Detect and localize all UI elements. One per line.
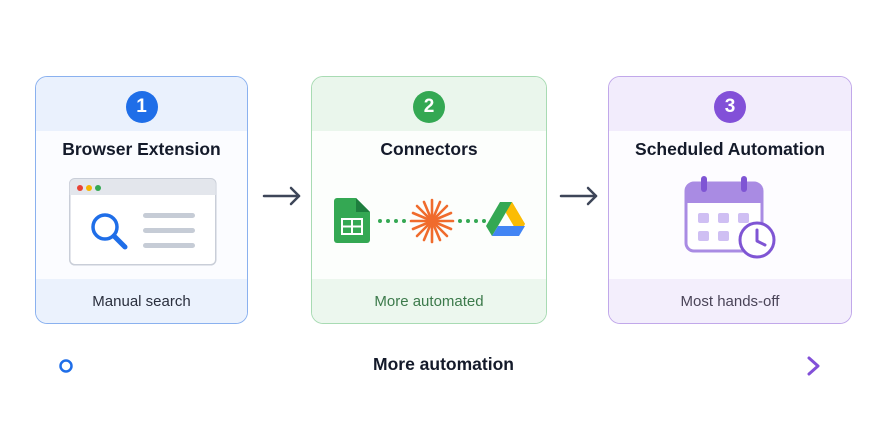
step-card-browser-extension: 1 Browser Extension Manual search	[35, 76, 248, 324]
progress-label: More automation	[359, 354, 528, 374]
arrow-right-icon	[559, 186, 598, 206]
step-caption: Manual search	[36, 279, 247, 323]
step-card-connectors: 2 Connectors	[311, 76, 547, 324]
automation-progress-line	[59, 356, 820, 376]
calendar-clock-icon	[684, 176, 776, 259]
arrow-right-icon	[262, 186, 301, 206]
step-caption: Most hands-off	[609, 279, 851, 323]
step-number-badge: 1	[125, 91, 158, 123]
step-number-badge: 3	[714, 91, 746, 123]
step-title: Scheduled Automation	[635, 139, 825, 159]
step-card-scheduled-automation: 3 Scheduled Automation Most hands-off	[608, 76, 852, 324]
step-title: Connectors	[380, 139, 478, 159]
start-dot	[59, 359, 73, 373]
arrowhead-icon	[807, 356, 820, 376]
connectors-flow-graphic	[334, 198, 525, 244]
step-caption: More automated	[312, 279, 546, 323]
starburst-icon	[409, 198, 455, 244]
step-title: Browser Extension	[62, 139, 221, 159]
drive-icon	[486, 202, 525, 236]
sheets-icon	[334, 198, 370, 243]
step-number-badge: 2	[413, 91, 445, 123]
browser-search-icon	[69, 178, 217, 266]
